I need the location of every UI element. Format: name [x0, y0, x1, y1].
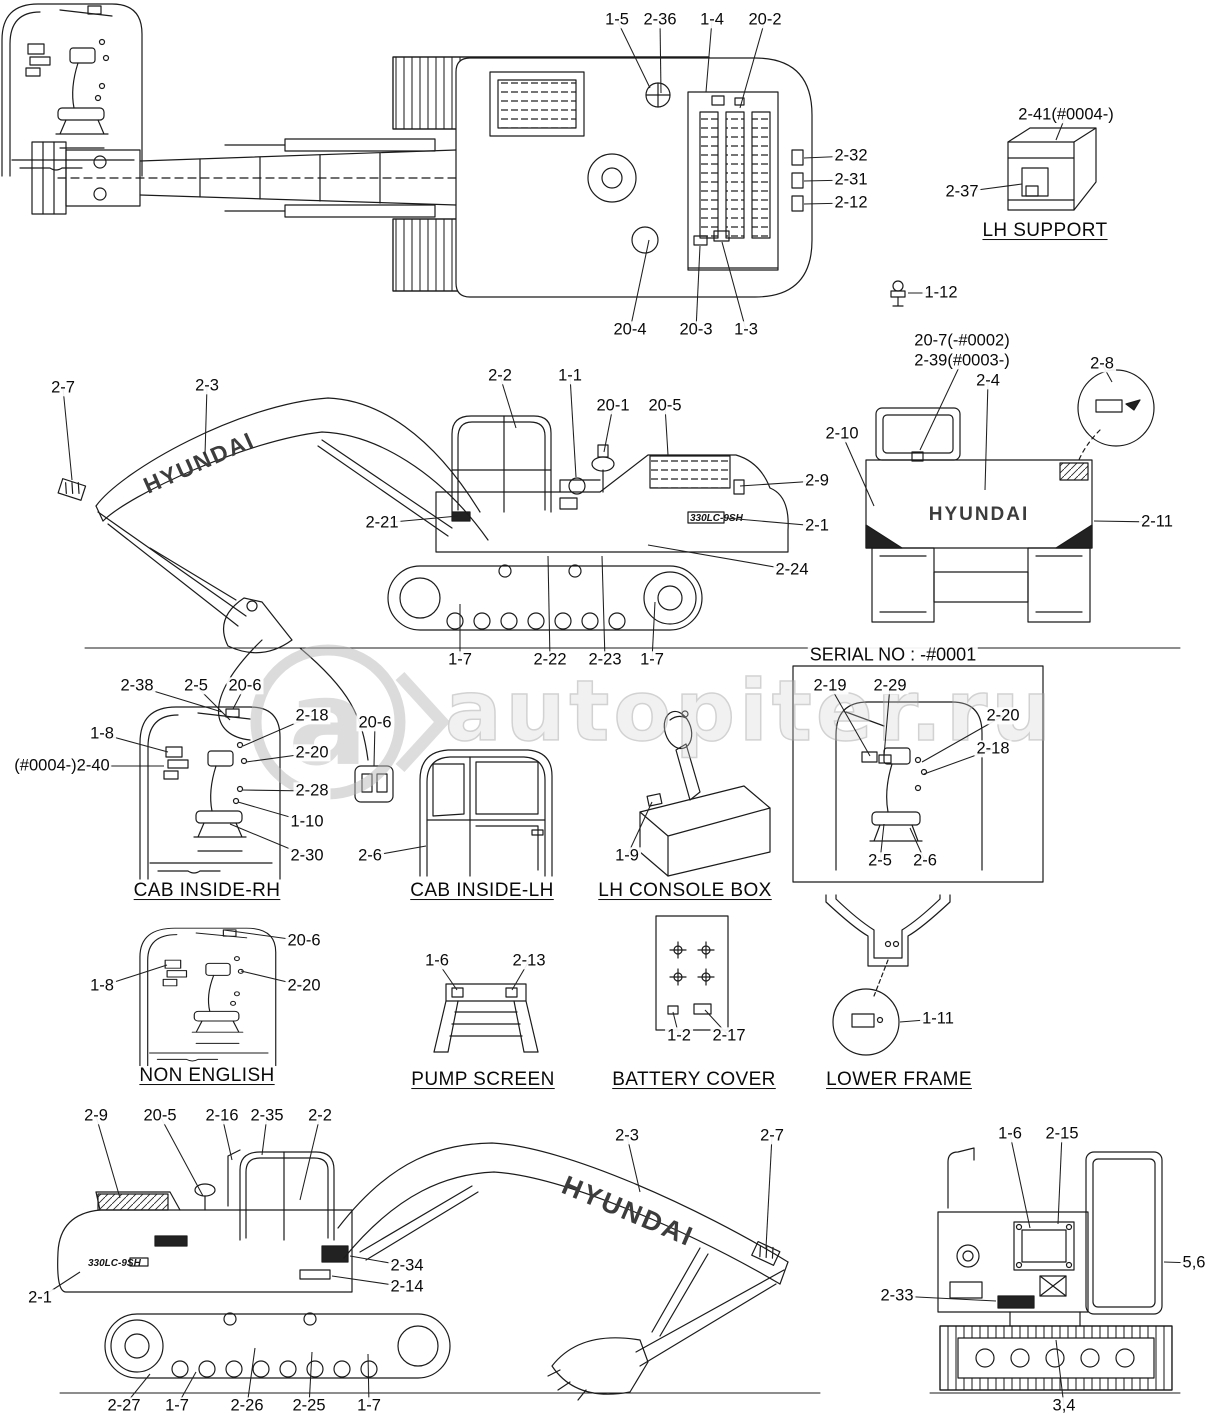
leader-line	[221, 1115, 233, 1161]
leader-line	[921, 715, 1004, 763]
leader-line	[659, 19, 662, 94]
leader-line	[664, 405, 669, 456]
leader-line	[229, 823, 308, 857]
top-view-drawing	[31, 56, 813, 298]
leader-line	[547, 555, 551, 661]
leader-line	[39, 1271, 81, 1299]
leader-line	[647, 544, 793, 571]
leader-line	[367, 1353, 370, 1407]
leader-line	[1093, 520, 1158, 523]
leader-line	[373, 722, 376, 767]
leader-line	[626, 1135, 641, 1193]
leader-line	[961, 183, 1023, 193]
leader-line	[381, 515, 459, 524]
leader-line	[879, 823, 885, 862]
lower-frame-drawing	[825, 894, 951, 1056]
leader-line	[739, 480, 818, 487]
leader-line	[511, 960, 530, 991]
leader-line	[883, 685, 891, 757]
leader-line	[923, 748, 994, 775]
leader-line	[765, 1135, 773, 1249]
leader-line	[829, 685, 871, 757]
leader-line	[841, 433, 875, 507]
leader-line	[984, 380, 989, 491]
leader-line	[1163, 1261, 1195, 1264]
leader-line	[725, 517, 818, 527]
model-decal-text: 330LC-9SH	[690, 513, 744, 524]
leader-line	[603, 405, 614, 453]
leader-line	[331, 1275, 408, 1288]
leader-line	[626, 801, 653, 857]
leader-line	[123, 1373, 151, 1407]
leader-line	[569, 375, 577, 478]
leader-line	[909, 827, 926, 862]
leader-line	[803, 179, 852, 182]
leader-line	[101, 964, 168, 987]
leader-line	[95, 1115, 121, 1199]
leader-line	[1101, 363, 1113, 383]
leader-line	[499, 375, 517, 429]
leader-line	[299, 1115, 321, 1201]
leader-line	[349, 1255, 408, 1267]
leader-line	[803, 155, 852, 159]
leader-line	[672, 1011, 680, 1037]
leader-line	[616, 19, 651, 89]
lh-support-drawing	[1007, 127, 1097, 211]
leader-line	[232, 685, 246, 710]
leader-line	[195, 685, 231, 721]
leader-line	[237, 801, 308, 823]
watermark-chevron-icon	[395, 671, 451, 773]
leader-line	[695, 245, 701, 331]
leader-line	[803, 202, 852, 205]
grease-fitting-icon	[890, 280, 906, 307]
leader-line	[176, 1371, 197, 1407]
leader-line	[436, 960, 458, 991]
model-decal-text-2: 330LC-9SH	[88, 1258, 142, 1269]
leader-line	[739, 19, 766, 109]
leader-line	[705, 19, 713, 93]
leader-line	[223, 929, 305, 942]
leader-line	[704, 1009, 730, 1037]
leader-line	[241, 789, 313, 792]
leader-line	[204, 385, 208, 456]
leader-line	[62, 387, 73, 481]
leader-line	[1009, 1133, 1031, 1229]
leader-line	[1057, 1133, 1063, 1225]
rear-view-drawing: HYUNDAI	[865, 369, 1155, 623]
leader-line	[308, 1351, 313, 1407]
leader-line	[261, 1115, 268, 1156]
leader-line	[651, 601, 656, 661]
leader-line	[601, 555, 606, 661]
watermark: a autopiter.ru	[250, 644, 1055, 800]
leader-line	[1055, 1339, 1065, 1407]
leader-line	[629, 239, 650, 331]
brand-text-rear: HYUNDAI	[929, 504, 1030, 525]
leader-line	[896, 1295, 997, 1302]
leader-line	[245, 752, 313, 763]
leader-line	[246, 1347, 256, 1407]
leader-line	[240, 970, 305, 987]
cab-inside-lh-drawing	[419, 749, 553, 877]
leader-line	[101, 733, 169, 753]
watermark-text: autopiter.ru	[445, 662, 1055, 760]
leader-line	[899, 1018, 939, 1023]
leader-line	[242, 715, 313, 747]
leader-line	[1055, 114, 1067, 141]
leader-line	[369, 845, 427, 857]
serial-box-drawing	[792, 665, 1044, 883]
pump-screen-drawing	[433, 983, 539, 1053]
leader-line	[721, 241, 747, 331]
leader-line	[919, 360, 963, 451]
leader-line	[159, 1115, 204, 1197]
bottom-rear-view-drawing	[937, 1147, 1173, 1391]
